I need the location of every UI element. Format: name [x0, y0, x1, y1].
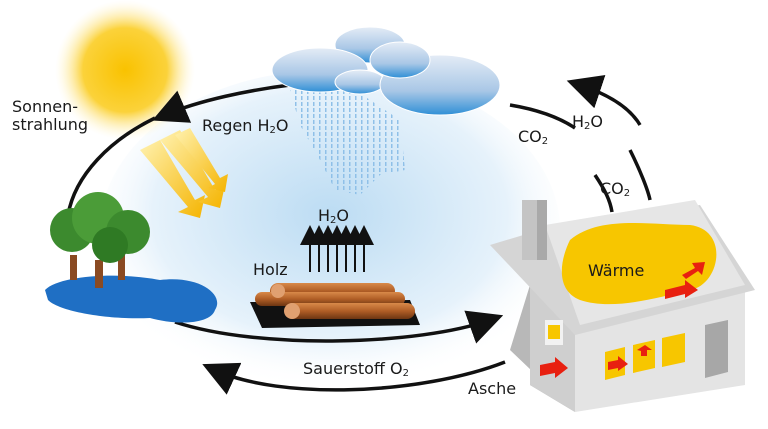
wood-h2o-text: H	[318, 206, 331, 225]
wood-logs-icon	[250, 283, 420, 328]
h2o-right-text: H	[572, 112, 585, 131]
h2o-right-sub: 2	[584, 121, 591, 132]
co2-right-text: CO	[600, 179, 624, 198]
sun-rays-icon	[140, 128, 228, 218]
rain-label: Regen H2O	[202, 117, 288, 140]
wood-h2o-label: H2O	[318, 207, 349, 230]
cycle-arrows	[66, 75, 652, 395]
rain-text: Regen H	[202, 116, 270, 135]
wood-h2o-text-end: O	[336, 206, 349, 225]
co2-right-label: CO2	[600, 180, 630, 203]
co2-left-sub: 2	[541, 136, 549, 147]
oxygen-sub: 2	[402, 368, 409, 379]
sun-label-line2: strahlung	[12, 115, 89, 134]
sun-label: Sonnen- strahlung	[12, 98, 88, 134]
cloud-icon	[271, 26, 501, 116]
co2-left-label: CO2	[518, 128, 548, 151]
co2-right-sub: 2	[623, 188, 631, 199]
h2o-right-label: H2O	[572, 113, 603, 136]
vapor-arrows-icon	[300, 225, 374, 272]
rain-sub: 2	[269, 125, 276, 136]
h2o-right-text-end: O	[590, 112, 603, 131]
sun-label-line1: Sonnen-	[12, 97, 78, 116]
oxygen-label: Sauerstoff O2	[303, 360, 409, 383]
rain-text-end: O	[275, 116, 289, 135]
house-icon	[490, 200, 755, 412]
wood-label: Holz	[253, 260, 288, 279]
wood-h2o-sub: 2	[330, 215, 337, 226]
heat-label: Wärme	[588, 261, 645, 280]
co2-left-text: CO	[518, 127, 542, 146]
rain-icon	[290, 90, 405, 195]
lake-icon	[45, 275, 218, 323]
oxygen-text: Sauerstoff O	[303, 359, 403, 378]
trees-icon	[50, 192, 150, 288]
ash-label: Asche	[468, 379, 517, 398]
